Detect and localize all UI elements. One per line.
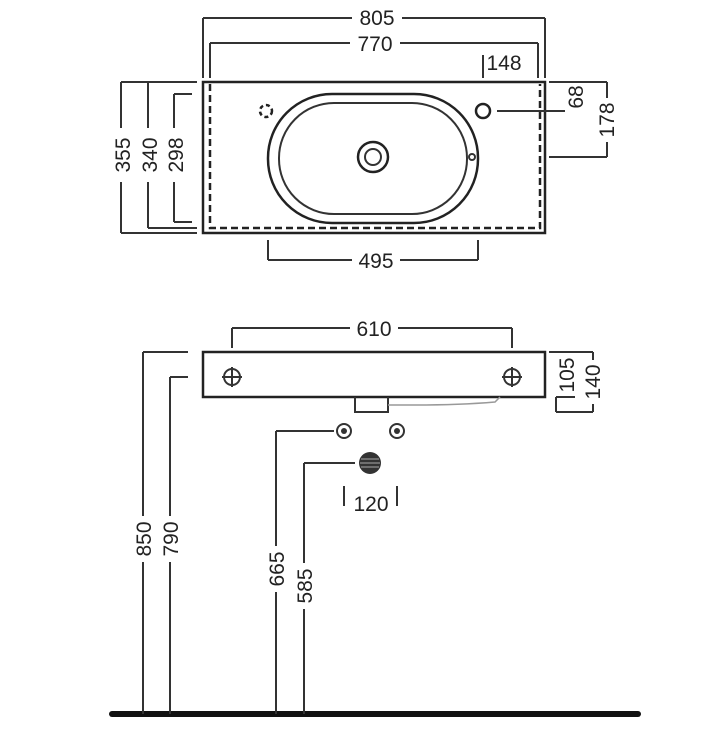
dim-340: 340 bbox=[139, 82, 197, 229]
dim-355-label: 355 bbox=[112, 137, 135, 172]
basin-inner-dashed-edge bbox=[208, 84, 542, 230]
dim-140: 140 bbox=[556, 351, 605, 413]
supply-point-right bbox=[389, 423, 405, 439]
dim-120: 120 bbox=[343, 486, 398, 516]
dim-665: 665 bbox=[266, 430, 334, 714]
dim-105-label: 105 bbox=[556, 357, 579, 392]
dim-178: 178 bbox=[549, 81, 619, 158]
dim-495-label: 495 bbox=[358, 250, 393, 273]
dim-120-label: 120 bbox=[353, 493, 388, 516]
fixing-hole-left bbox=[222, 367, 242, 387]
bowl-inner bbox=[278, 102, 468, 215]
dim-610: 610 bbox=[231, 318, 513, 348]
dim-790: 790 bbox=[160, 376, 188, 714]
dim-140-label: 140 bbox=[582, 364, 605, 399]
dim-770-label: 770 bbox=[357, 33, 392, 56]
drain-outer bbox=[356, 140, 390, 174]
dim-495: 495 bbox=[267, 240, 479, 273]
dim-790-label: 790 bbox=[160, 521, 183, 556]
dim-610-label: 610 bbox=[356, 318, 391, 341]
dim-68-label: 68 bbox=[565, 85, 588, 108]
dim-805-label: 805 bbox=[359, 7, 394, 30]
dim-178-label: 178 bbox=[596, 102, 619, 137]
bowl-underside-curve bbox=[388, 396, 501, 406]
front-view: 610 105 140 850 790 bbox=[109, 318, 641, 717]
bowl-outer bbox=[266, 92, 480, 225]
dim-665-label: 665 bbox=[266, 551, 289, 586]
dim-340-label: 340 bbox=[139, 137, 162, 172]
dim-355: 355 bbox=[112, 81, 197, 234]
optional-tap-hole bbox=[258, 103, 274, 119]
top-view: 805 770 148 68 178 bbox=[112, 7, 619, 273]
dim-805: 805 bbox=[202, 7, 546, 78]
supply-point-left bbox=[336, 423, 352, 439]
dim-850-label: 850 bbox=[133, 521, 156, 556]
waste-outlet bbox=[359, 452, 381, 474]
fixing-hole-right bbox=[502, 367, 522, 387]
drain-inner bbox=[364, 148, 382, 166]
dim-105: 105 bbox=[549, 351, 579, 412]
basin-slab-front bbox=[201, 350, 547, 399]
dim-850: 850 bbox=[133, 351, 188, 714]
dim-770: 770 bbox=[209, 33, 539, 78]
dim-585-label: 585 bbox=[294, 568, 317, 603]
dim-148-label: 148 bbox=[486, 52, 521, 75]
dim-148: 148 bbox=[482, 52, 522, 78]
bowl-underside bbox=[354, 397, 389, 413]
dim-585: 585 bbox=[294, 462, 355, 714]
dim-68: 68 bbox=[497, 81, 590, 112]
tap-hole bbox=[474, 102, 492, 120]
overflow-hole bbox=[468, 153, 476, 161]
dim-298: 298 bbox=[165, 93, 192, 223]
basin-outline-plan bbox=[201, 80, 547, 235]
dim-298-label: 298 bbox=[165, 137, 188, 172]
